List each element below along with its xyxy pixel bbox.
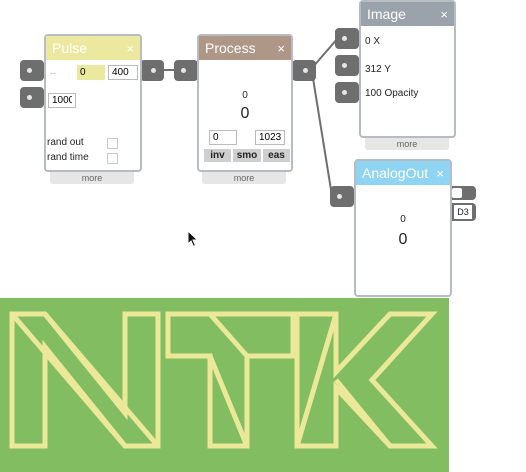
analog-input-port[interactable]	[330, 186, 354, 207]
image-x-value: 0 X	[365, 36, 381, 47]
wire-process-analog	[311, 71, 333, 197]
image-input-port-x[interactable]	[335, 28, 359, 49]
process-max-input[interactable]	[255, 130, 285, 145]
image-more-button[interactable]: more	[365, 138, 449, 150]
analogout-close-icon[interactable]: ×	[436, 165, 444, 181]
rand-out-label: rand out	[47, 137, 84, 148]
rand-time-checkbox[interactable]	[107, 153, 118, 164]
analogout-side-toggle-indicator	[452, 188, 462, 198]
process-close-icon[interactable]: ×	[277, 40, 285, 56]
analogout-pin-label: D3	[454, 205, 472, 219]
mouse-cursor-icon	[187, 230, 199, 248]
analogout-value-big: 0	[398, 231, 408, 248]
image-input-port-y[interactable]	[335, 55, 359, 76]
process-node[interactable]: Process × 0 0 inv smo eas	[197, 34, 293, 172]
image-input-port-opacity[interactable]	[335, 82, 359, 103]
image-header[interactable]: Image ×	[361, 2, 454, 26]
pulse-output-port[interactable]	[140, 60, 164, 81]
analogout-title: AnalogOut	[362, 165, 429, 181]
pulse-value-c-input[interactable]	[48, 93, 76, 108]
pulse-close-icon[interactable]: ×	[126, 40, 134, 56]
pulse-header[interactable]: Pulse ×	[46, 36, 140, 60]
process-output-port[interactable]	[292, 60, 316, 81]
pulse-value-b-input[interactable]	[108, 65, 138, 80]
image-node[interactable]: Image × 0 X 312 Y 100 Opacity	[359, 0, 456, 138]
image-opacity-value: 100 Opacity	[365, 88, 419, 99]
inv-button[interactable]: inv	[204, 149, 231, 162]
smo-button[interactable]: smo	[233, 149, 261, 162]
pulse-more-button[interactable]: more	[50, 172, 134, 184]
image-close-icon[interactable]: ×	[440, 6, 448, 22]
analogout-value-small: 0	[400, 214, 406, 225]
process-title: Process	[205, 40, 256, 56]
rand-out-checkbox[interactable]	[107, 138, 118, 149]
process-value-big: 0	[240, 105, 250, 122]
pulse-input-port-1[interactable]	[20, 60, 44, 81]
image-title: Image	[367, 6, 406, 22]
pulse-value-a-input[interactable]	[77, 65, 105, 80]
pulse-input-port-2[interactable]	[20, 87, 44, 108]
pulse-title: Pulse	[52, 40, 88, 56]
image-y-value: 312 Y	[365, 64, 391, 75]
analogout-header[interactable]: AnalogOut ×	[356, 161, 450, 185]
image-display-panel	[0, 298, 449, 472]
pulse-node[interactable]: Pulse × -- rand out rand time	[44, 34, 142, 172]
process-header[interactable]: Process ×	[199, 36, 291, 60]
ntk-logo-image	[9, 311, 438, 449]
analogout-pin-field[interactable]: D3	[452, 203, 476, 221]
rand-time-label: rand time	[47, 152, 89, 163]
process-input-port[interactable]	[174, 60, 198, 81]
process-value-small: 0	[242, 90, 248, 101]
pulse-dash: --	[50, 68, 56, 78]
process-min-input[interactable]	[209, 130, 237, 145]
eas-button[interactable]: eas	[263, 149, 290, 162]
process-more-button[interactable]: more	[202, 172, 286, 184]
analogout-node[interactable]: AnalogOut × 0 0	[354, 159, 452, 297]
